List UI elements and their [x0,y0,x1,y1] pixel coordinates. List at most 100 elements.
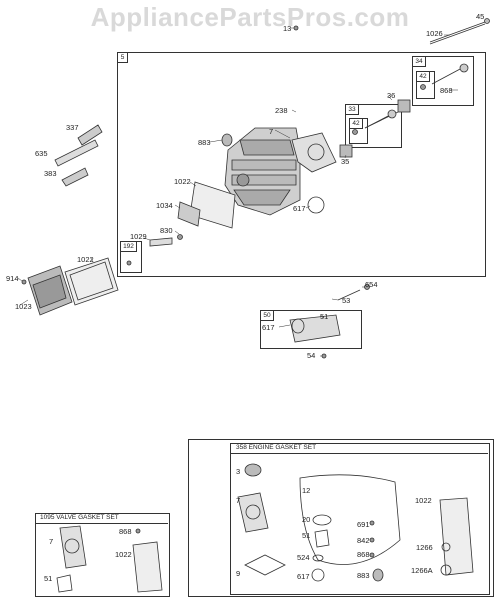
part-label-617c: 617 [297,572,310,581]
part-label-238: 238 [275,106,288,115]
cylinder-head-assembly-box [117,52,486,277]
part-label-1022c: 1022 [415,496,432,505]
seal-3 [244,463,262,477]
part-label-51c: 51 [44,574,53,583]
bracket-1029 [149,237,173,247]
oring-1266A [440,564,452,576]
tube-635 [54,139,99,167]
part-label-9: 9 [236,569,241,578]
part-label-868b: 868 [357,550,370,559]
screw-868b [369,552,375,558]
head-gasket-7b [237,492,269,533]
valve-seal-883 [221,133,233,147]
part-label-1022a: 1022 [174,177,191,186]
oring-617a [307,196,325,214]
part-label-12: 12 [302,486,311,495]
part-383 [61,167,89,187]
part-label-35: 35 [341,157,350,166]
part-label-635: 635 [35,149,48,158]
engine-gasket-set-title-line [230,453,488,454]
part-label-691: 691 [357,520,370,529]
oring-524 [312,554,324,562]
oring-20 [312,514,332,526]
valve-gasket-set-box [35,513,170,597]
valve-intake [364,114,391,129]
part-label-13: 13 [283,24,292,33]
part-label-617a: 617 [293,204,306,213]
part-label-51b: 51 [302,531,311,540]
gasket-51b [314,529,330,548]
cylinder-head [224,127,301,216]
screw-13 [293,25,299,31]
part-label-654: 654 [365,280,378,289]
assembly-id-34: 34 [412,56,426,67]
part-label-7c: 7 [49,537,54,546]
head-gasket-7c [59,525,87,569]
screw-842 [369,537,375,543]
part-label-7a: 7 [269,127,274,136]
part-label-1266: 1266 [416,543,433,552]
assembly-id-192: 192 [120,241,137,252]
engine-gasket-set-inner-box [230,443,490,595]
part-label-54: 54 [307,351,316,360]
screw-868c [135,528,141,534]
engine-gasket-set-box [188,439,494,597]
part-label-830: 830 [160,226,173,235]
valve-exhaust-box [412,56,474,106]
assembly-id-33: 33 [345,104,359,115]
gasket-1022d [132,541,163,593]
part-label-51a: 51 [320,312,329,321]
screw-830 [177,234,183,240]
part-label-914: 914 [6,274,19,283]
part-label-868c: 868 [119,527,132,536]
part-label-20: 20 [302,515,311,524]
valve-cover-gasket-1022a [189,181,236,229]
part-label-383: 383 [44,169,57,178]
part-label-1029: 1029 [130,232,147,241]
seal-883b [372,568,384,582]
oring-1266 [441,542,451,552]
part-label-337: 337 [66,123,79,132]
valve-gasket-set-title-line [35,523,168,524]
screw-54 [321,353,327,359]
part-label-1022d: 1022 [115,550,132,559]
plate-1034 [177,201,201,227]
gasket-51c [56,574,73,593]
part-label-53: 53 [342,296,351,305]
intake-manifold-box [260,310,362,349]
part-label-1022b: 1022 [77,255,94,264]
part-label-883b: 883 [357,571,370,580]
part-label-1026: 1026 [426,29,443,38]
part-label-45: 45 [476,12,485,21]
part-label-1034: 1034 [156,201,173,210]
part-label-842: 842 [357,536,370,545]
washer-691 [369,520,375,526]
valve-gasket-set-title: 1095 VALVE GASKET SET [40,514,119,521]
assembly-id-42a: 42 [416,71,430,82]
valve-spring-35 [339,144,353,158]
part-label-1023: 1023 [15,302,32,311]
assembly-id-42b: 42 [349,118,363,129]
part-label-883a: 883 [198,138,211,147]
valve-intake-box [345,104,402,148]
part-label-1266A: 1266A [411,566,433,575]
part-label-7b: 7 [236,496,241,505]
part-label-868a: 868 [440,86,453,95]
dipstick-tube [429,21,486,43]
assembly-id-5: 5 [117,52,128,63]
part-label-617b: 617 [262,323,275,332]
watermark: AppliancePartsPros.com [90,2,410,32]
oring-617c [311,568,325,582]
gasket-1022c [439,497,474,576]
part-label-36: 36 [387,91,396,100]
crankcase-gasket-12 [299,474,401,565]
dipstick-cap [484,18,490,24]
valve-868 [431,67,463,85]
engine-gasket-set-title: 358 ENGINE GASKET SET [236,444,317,451]
gasket-9 [244,554,286,576]
assembly-id-50: 50 [260,310,274,321]
stud-53 [337,289,361,301]
spark-plug [77,124,103,146]
